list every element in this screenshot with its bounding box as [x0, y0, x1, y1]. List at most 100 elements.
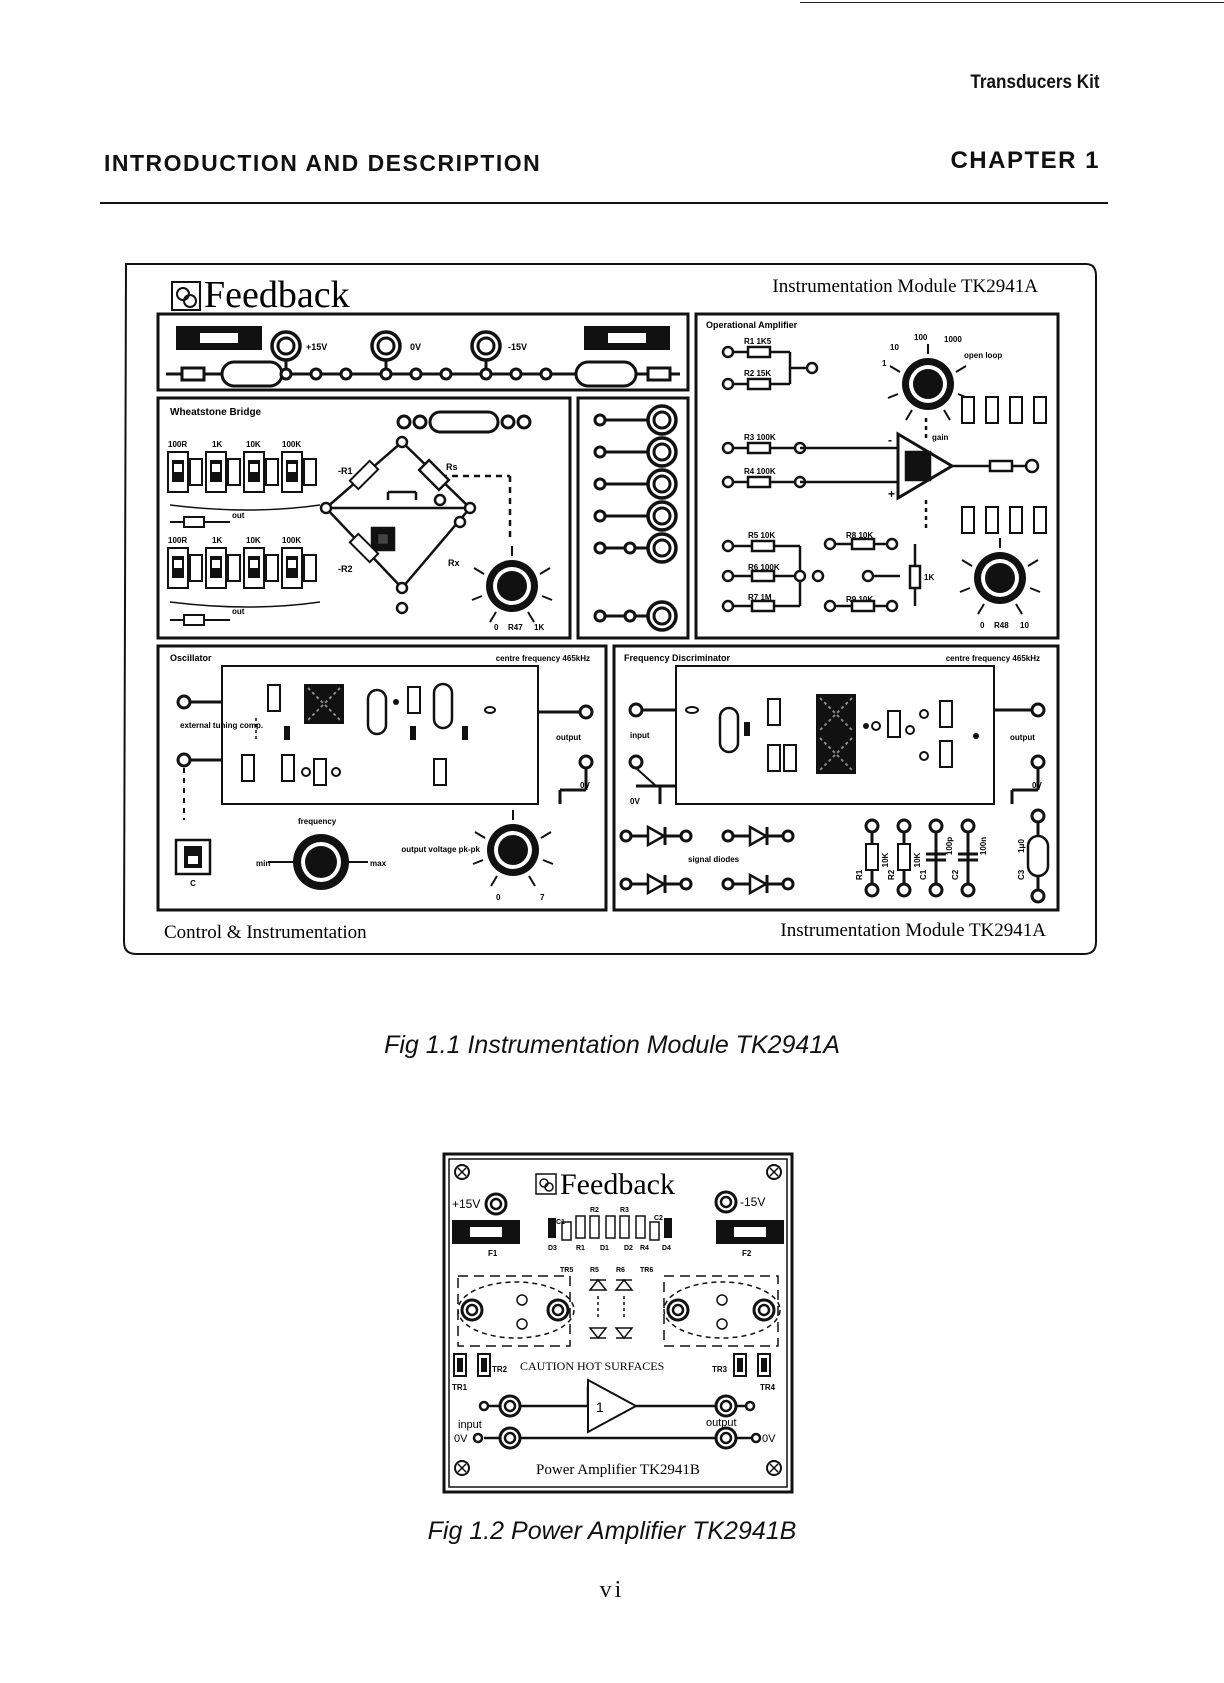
fig2-caption: Fig 1.2 Power Amplifier TK2941B — [427, 1517, 797, 1545]
chapter-heading: CHAPTER 1 — [950, 147, 1100, 174]
range-100r: 100R — [168, 440, 187, 449]
fuse-f2 — [716, 1220, 784, 1244]
svg-text:R4 100K: R4 100K — [744, 467, 776, 476]
discriminator-input-terminals[interactable] — [628, 702, 676, 804]
tr5-socket-right[interactable] — [546, 1298, 570, 1322]
decade-switches-bottom[interactable] — [167, 547, 317, 589]
output-0v-socket[interactable] — [714, 1426, 738, 1450]
label-0v: 0V — [410, 342, 421, 352]
svg-text:R2 15K: R2 15K — [744, 369, 771, 378]
heatsink-outlines — [457, 1275, 781, 1347]
range-100k: 100K — [282, 440, 301, 449]
voltage-min: 0 — [496, 893, 501, 902]
svg-text:R1: R1 — [855, 869, 864, 880]
offset-0: 0 — [980, 621, 985, 630]
oscillator-circuit-area — [221, 665, 539, 805]
label-minus15v: -15V — [508, 342, 527, 352]
svg-text:D3: D3 — [548, 1245, 557, 1252]
svg-text:R2: R2 — [887, 869, 896, 880]
discriminator-output-terminals[interactable] — [994, 702, 1046, 804]
socket-minus15v-pa[interactable] — [714, 1190, 738, 1214]
svg-text:D1: D1 — [600, 1245, 609, 1252]
oscillator-panel — [156, 644, 608, 912]
decade-switches-top[interactable] — [167, 451, 317, 493]
power-amp-title: Power Amplifier TK2941B — [536, 1462, 700, 1478]
oscillator-title: Oscillator — [170, 653, 212, 663]
range-labels-top: 100R 1K 10K 100K — [168, 440, 301, 449]
gain-open-loop: open loop — [964, 351, 1002, 360]
frequency-knob[interactable] — [293, 834, 349, 890]
pot-1k: 1K — [534, 623, 544, 632]
svg-text:100p: 100p — [945, 837, 954, 855]
socket-0v[interactable] — [370, 330, 402, 362]
svg-text:R6: R6 — [616, 1267, 625, 1274]
output-voltage-knob[interactable] — [472, 809, 554, 887]
output-socket[interactable] — [714, 1394, 738, 1418]
gain-10: 10 — [890, 343, 899, 352]
power-amp-brand: Feedback — [560, 1168, 675, 1201]
svg-text:100n: 100n — [979, 837, 988, 855]
oscillator-output-terminals[interactable] — [538, 704, 594, 804]
discriminator-0v-out: 0V — [1032, 781, 1042, 790]
transistor-blocks — [453, 1353, 771, 1377]
offset-knob[interactable] — [959, 537, 1041, 615]
gain-1: 1 — [882, 359, 887, 368]
label-plus15v: +15V — [306, 342, 327, 352]
svg-text:R1: R1 — [576, 1245, 585, 1252]
opamp-pot-label: 1K — [924, 573, 934, 582]
offset-r48: R48 — [994, 621, 1009, 630]
label-output: output — [706, 1417, 737, 1429]
socket-plus15v-pa[interactable] — [484, 1192, 508, 1216]
range-100k-b: 100K — [282, 536, 301, 545]
amplifier-signal-path — [472, 1378, 762, 1444]
svg-text:10K: 10K — [881, 852, 890, 867]
svg-text:R2: R2 — [590, 1207, 599, 1214]
socket-plus15v[interactable] — [270, 330, 302, 362]
feedback-logo — [171, 281, 201, 311]
discriminator-components — [685, 693, 979, 775]
opamp-input-resistors — [721, 345, 1040, 530]
amplifier-gain: 1 — [596, 1399, 604, 1415]
discriminator-title: Frequency Discriminator — [624, 653, 731, 663]
tr5-socket-left[interactable] — [460, 1298, 484, 1322]
terminal-sockets[interactable] — [593, 404, 678, 632]
svg-text:R5 10K: R5 10K — [748, 531, 775, 540]
label-r1: -R1 — [338, 466, 353, 476]
range-100r-b: 100R — [168, 536, 187, 545]
socket-minus15v[interactable] — [470, 330, 502, 362]
oscillator-ext-label: external tuning comp. — [180, 721, 263, 730]
input-0v-socket[interactable] — [498, 1426, 522, 1450]
bridge-r2 — [348, 532, 380, 564]
svg-text:R4: R4 — [640, 1245, 649, 1252]
running-head-kit: Transducers Kit — [970, 72, 1100, 93]
svg-text:R7 1M: R7 1M — [748, 593, 772, 602]
discriminator-rc-components[interactable] — [864, 808, 1050, 904]
input-socket[interactable] — [498, 1394, 522, 1418]
transistor-labels: TR5 R5 R6 TR6 — [560, 1267, 653, 1274]
oscillator-centre: centre frequency 465kHz — [496, 654, 590, 663]
bias-labels: R2 R3 C1 C2 D3 R1 D1 D2 R4 D4 — [548, 1207, 671, 1252]
rx-terminals[interactable] — [396, 410, 532, 434]
pot-r47: R47 — [508, 623, 523, 632]
pot-0: 0 — [494, 623, 499, 632]
tr6-socket-right[interactable] — [752, 1298, 776, 1322]
tr6-socket-left[interactable] — [666, 1298, 690, 1322]
label-input: input — [458, 1419, 482, 1431]
svg-text:R6 100K: R6 100K — [748, 563, 780, 572]
discriminator-circuit-area — [675, 665, 995, 805]
opamp-plus: + — [888, 487, 895, 501]
svg-text:C1: C1 — [919, 869, 928, 880]
svg-text:C2: C2 — [654, 1215, 663, 1222]
capacitor-switch[interactable] — [174, 838, 212, 876]
oscillator-ext-terminals[interactable] — [176, 694, 222, 820]
label-plus15v-pa: +15V — [452, 1197, 480, 1211]
svg-text:R5: R5 — [590, 1267, 599, 1274]
gain-selector-knob[interactable] — [887, 343, 969, 421]
opamp-resistor-labels: R1 1K5 R2 15K R3 100K R4 100K R5 10K R6 … — [744, 337, 873, 604]
supply-bus-wiring — [166, 360, 680, 388]
discriminator-panel — [612, 644, 1060, 912]
label-0v-left: 0V — [454, 1433, 468, 1445]
caution-label: CAUTION HOT SURFACES — [520, 1359, 664, 1373]
bridge-balance-knob[interactable] — [471, 545, 553, 623]
voltage-max: 7 — [540, 893, 545, 902]
